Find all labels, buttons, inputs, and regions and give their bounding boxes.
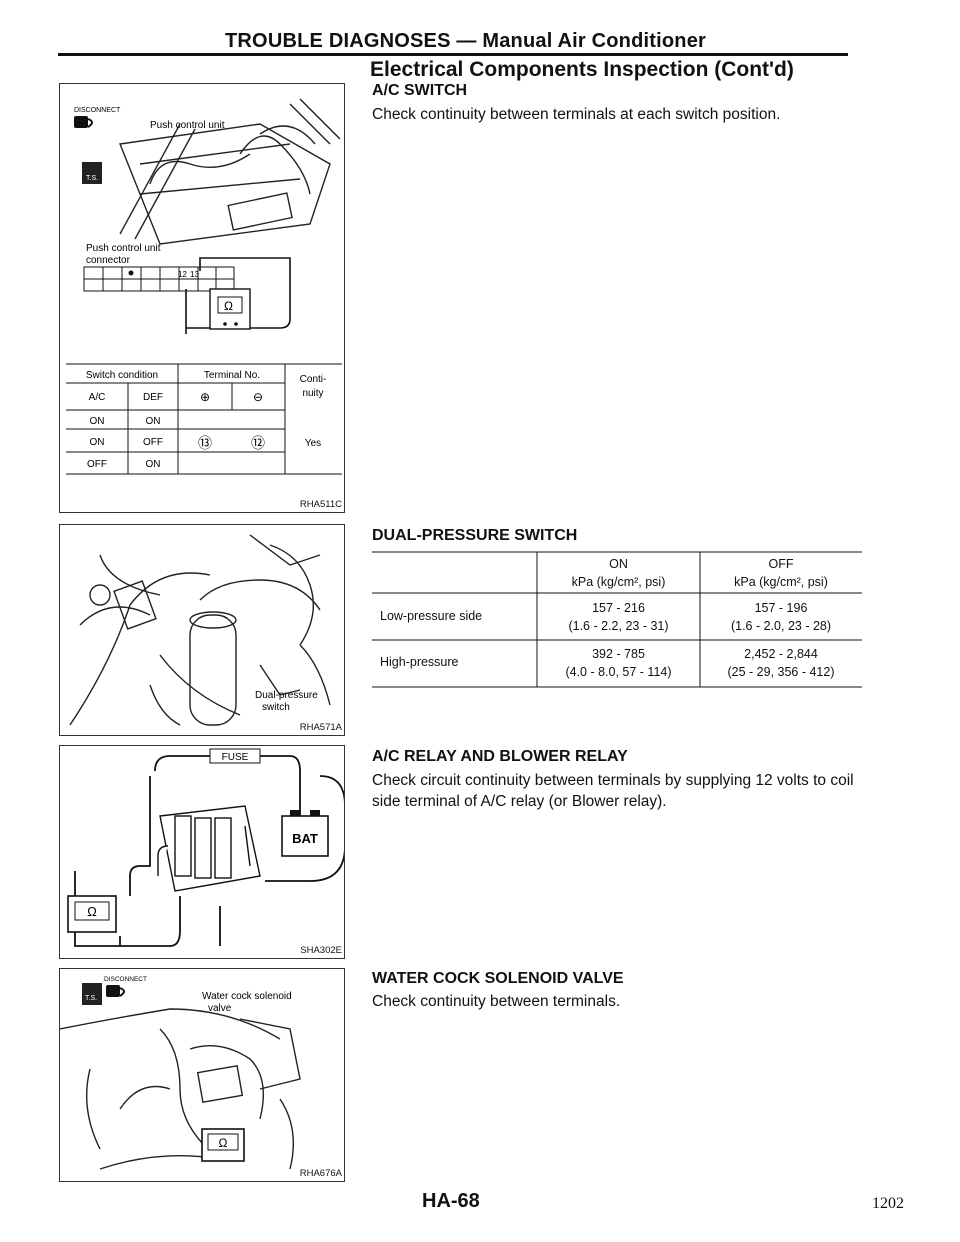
row1-ac: ON (90, 416, 105, 427)
push-control-unit-label: Push control unit (150, 120, 225, 131)
ts-manual-icon: T.S. (82, 162, 102, 184)
row-low-on-2: (1.6 - 2.2, 23 - 31) (568, 619, 669, 633)
relay-heading: A/C RELAY AND BLOWER RELAY (372, 748, 628, 765)
header-rule (58, 53, 848, 56)
row-high-off-2: (25 - 29, 356 - 412) (727, 665, 835, 679)
col-on: ON (609, 557, 628, 571)
page-header: TROUBLE DIAGNOSES — Manual Air Condition… (225, 30, 707, 52)
ohmmeter-icon: Ω (201, 1128, 245, 1162)
row2-ac: ON (90, 437, 105, 448)
water-cock-text: Check continuity between terminals. (372, 993, 621, 1010)
ohmmeter-icon: Ω (67, 895, 117, 933)
figure-code: RHA571A (299, 722, 342, 733)
row3-ac: OFF (87, 459, 107, 470)
push-control-unit-sketch (119, 98, 341, 245)
figure-code: RHA511C (299, 499, 342, 510)
ac-switch-text: Check continuity between terminals at ea… (372, 106, 781, 123)
table-header-switch: Switch condition (86, 370, 158, 381)
ac-switch-figure: DISCONNECT T.S. Push control unit Push c… (59, 83, 345, 513)
col-off: OFF (768, 557, 794, 571)
terminal-minus: ⑫ (251, 435, 265, 451)
col-on-unit: kPa (kg/cm², psi) (571, 575, 666, 589)
connector-label-1: Push control unit (86, 243, 161, 254)
table-plus: ⊕ (200, 390, 210, 404)
table-sub-def: DEF (143, 392, 163, 403)
ac-switch-heading: A/C SWITCH (372, 82, 468, 99)
connector-label-2: connector (86, 255, 131, 266)
figure-code: SHA302E (300, 945, 342, 956)
table-minus: ⊖ (253, 390, 263, 404)
dual-pressure-figure: Dual-pressure switch RHA571A (59, 524, 345, 736)
section-title: Electrical Components Inspection (Cont'd… (370, 58, 794, 81)
ohmmeter-leads (185, 257, 291, 334)
ts-manual-icon: T.S. (82, 983, 102, 1005)
table-header-continuity-2: nuity (302, 388, 323, 399)
dual-pressure-label-1: Dual-pressure (255, 690, 318, 701)
row-low-off-2: (1.6 - 2.0, 23 - 28) (730, 619, 832, 633)
ac-switch-illustration: DISCONNECT T.S. Push control unit Push c… (66, 98, 342, 475)
ts-label: T.S. (85, 995, 97, 1002)
water-cock-label-1: Water cock solenoid (202, 991, 292, 1002)
page-number: HA-68 (422, 1190, 480, 1212)
fuse-label: FUSE (222, 752, 249, 763)
pin-12-label: 12 (178, 270, 187, 279)
dual-pressure-heading: DUAL-PRESSURE SWITCH (372, 527, 578, 544)
relay-text: Check circuit continuity between termina… (372, 772, 854, 810)
dual-pressure-label-2: switch (262, 702, 290, 713)
relay-figure: FUSE BAT Ω SHA302E (59, 745, 345, 959)
row-low-off-1: 157 - 196 (754, 601, 808, 615)
table-header-terminal: Terminal No. (204, 370, 260, 381)
ts-label: T.S. (86, 175, 98, 182)
ohm-symbol: Ω (224, 299, 233, 313)
water-cock-label-2: valve (208, 1003, 232, 1014)
ohmmeter-icon: Ω (209, 288, 251, 330)
connector-pin-grid (83, 266, 235, 292)
ac-switch-table-grid (66, 363, 342, 475)
disconnect-label: DISCONNECT (104, 976, 147, 983)
col-off-unit: kPa (kg/cm², psi) (734, 575, 828, 589)
water-cock-illustration: DISCONNECT T.S. Water cock solenoid valv… (60, 976, 301, 1170)
row-high-off-1: 2,452 - 2,844 (744, 647, 818, 661)
water-cock-figure: DISCONNECT T.S. Water cock solenoid valv… (59, 968, 345, 1182)
row-high-label: High-pressure (380, 655, 459, 669)
ohm-symbol: Ω (219, 1136, 228, 1150)
relay-body (157, 805, 261, 892)
sheet-number: 1202 (872, 1195, 904, 1212)
row-low-on-1: 157 - 216 (592, 601, 645, 615)
row2-def: OFF (143, 437, 163, 448)
table-header-continuity-1: Conti- (300, 374, 327, 385)
row-low-label: Low-pressure side (380, 609, 483, 623)
fuse-icon: FUSE (209, 748, 261, 764)
row3-def: ON (146, 459, 161, 470)
relay-illustration: FUSE BAT Ω (67, 748, 344, 947)
battery-icon: BAT (281, 810, 329, 857)
connector-disconnect-icon (106, 985, 125, 997)
row-high-on-1: 392 - 785 (592, 647, 645, 661)
row-high-on-2: (4.0 - 8.0, 57 - 114) (565, 665, 672, 679)
row1-def: ON (146, 416, 161, 427)
bat-label: BAT (292, 831, 318, 846)
figure-code: RHA676A (299, 1168, 342, 1179)
continuity-yes: Yes (305, 438, 321, 449)
water-cock-heading: WATER COCK SOLENOID VALVE (372, 970, 624, 987)
table-sub-ac: A/C (89, 392, 106, 403)
terminal-plus: ⑬ (198, 435, 212, 451)
pin-13-label: 13 (190, 270, 199, 279)
dual-pressure-illustration: Dual-pressure switch (69, 534, 331, 726)
ohm-symbol: Ω (87, 904, 97, 919)
connector-disconnect-icon (74, 116, 93, 128)
disconnect-label: DISCONNECT (74, 107, 121, 114)
